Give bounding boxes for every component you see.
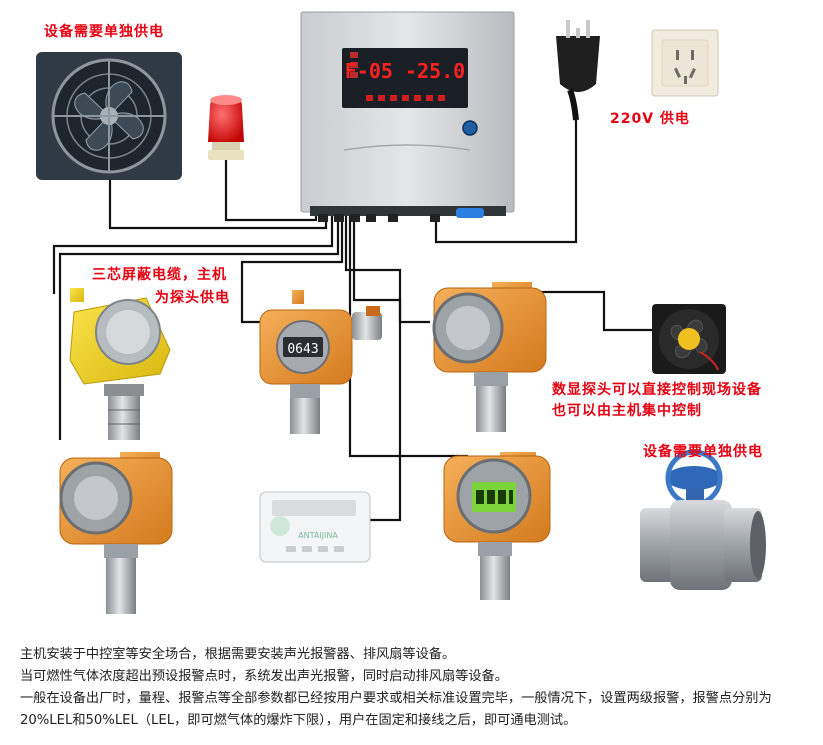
cables (52, 120, 652, 522)
controller-unit (300, 11, 515, 222)
cable-probe-1 (52, 212, 334, 294)
gas-probe-orange-left (59, 452, 173, 614)
cable-probe-5 (348, 212, 468, 458)
brand-watermark: ANTAIJINA (298, 531, 338, 540)
probe-control-line1: 数显探头可以直接控制现场设备 (552, 382, 762, 398)
system-diagram: F-05 -25.0 0643 (36, 11, 766, 614)
gas-probe-yellow (69, 288, 171, 440)
diagram-canvas: F-05 -25.0 0643 (36, 11, 766, 614)
probe-control-line2: 也可以由主机集中控制 (552, 403, 702, 419)
cable-mains (434, 120, 578, 244)
cable-fan-relay (540, 290, 652, 332)
note-line-3: 一般在设备出厂时，量程、报警点等全部参数都已经按用户要求或相关标准设置完毕，一般… (20, 691, 772, 728)
mains-power-label: 220V 供电 (610, 111, 690, 127)
gas-probe-orange-right (432, 282, 547, 432)
gas-probe-display (259, 290, 382, 434)
exhaust-fan-icon (36, 52, 182, 180)
power-plug-icon (556, 20, 600, 121)
cable-probe-3 (344, 212, 430, 324)
cable-probe-2 (240, 212, 344, 324)
controller-display-text: F-05 -25.0 (345, 59, 465, 83)
note-line-1: 主机安装于中控室等安全场合，根据需要安装声光报警器、排风扇等设备。 (20, 647, 456, 662)
valve-power-label: 设备需要单独供电 (643, 444, 763, 460)
probe-display-value: 0643 (287, 342, 318, 357)
cable-valve-controller (352, 212, 402, 522)
beacon-alarm-icon (208, 95, 244, 160)
cable-note-line1: 三芯屏蔽电缆，主机 (92, 267, 227, 283)
cable-note-line2: 为探头供电 (155, 290, 230, 306)
gas-probe-lcd (443, 452, 551, 600)
cooling-fan-icon (652, 304, 726, 374)
wall-socket-icon (651, 29, 719, 97)
cable-probe-4 (58, 212, 340, 440)
valve-controller-box (259, 491, 371, 563)
note-line-2: 当可燃性气体浓度超出预设报警点时，系统发出声光报警，同时启动排风扇等设备。 (20, 669, 508, 684)
fan-power-label: 设备需要单独供电 (44, 24, 164, 40)
description-notes: 主机安装于中控室等安全场合，根据需要安装声光报警器、排风扇等设备。 当可燃性气体… (20, 644, 820, 732)
ball-valve-icon (640, 449, 766, 590)
